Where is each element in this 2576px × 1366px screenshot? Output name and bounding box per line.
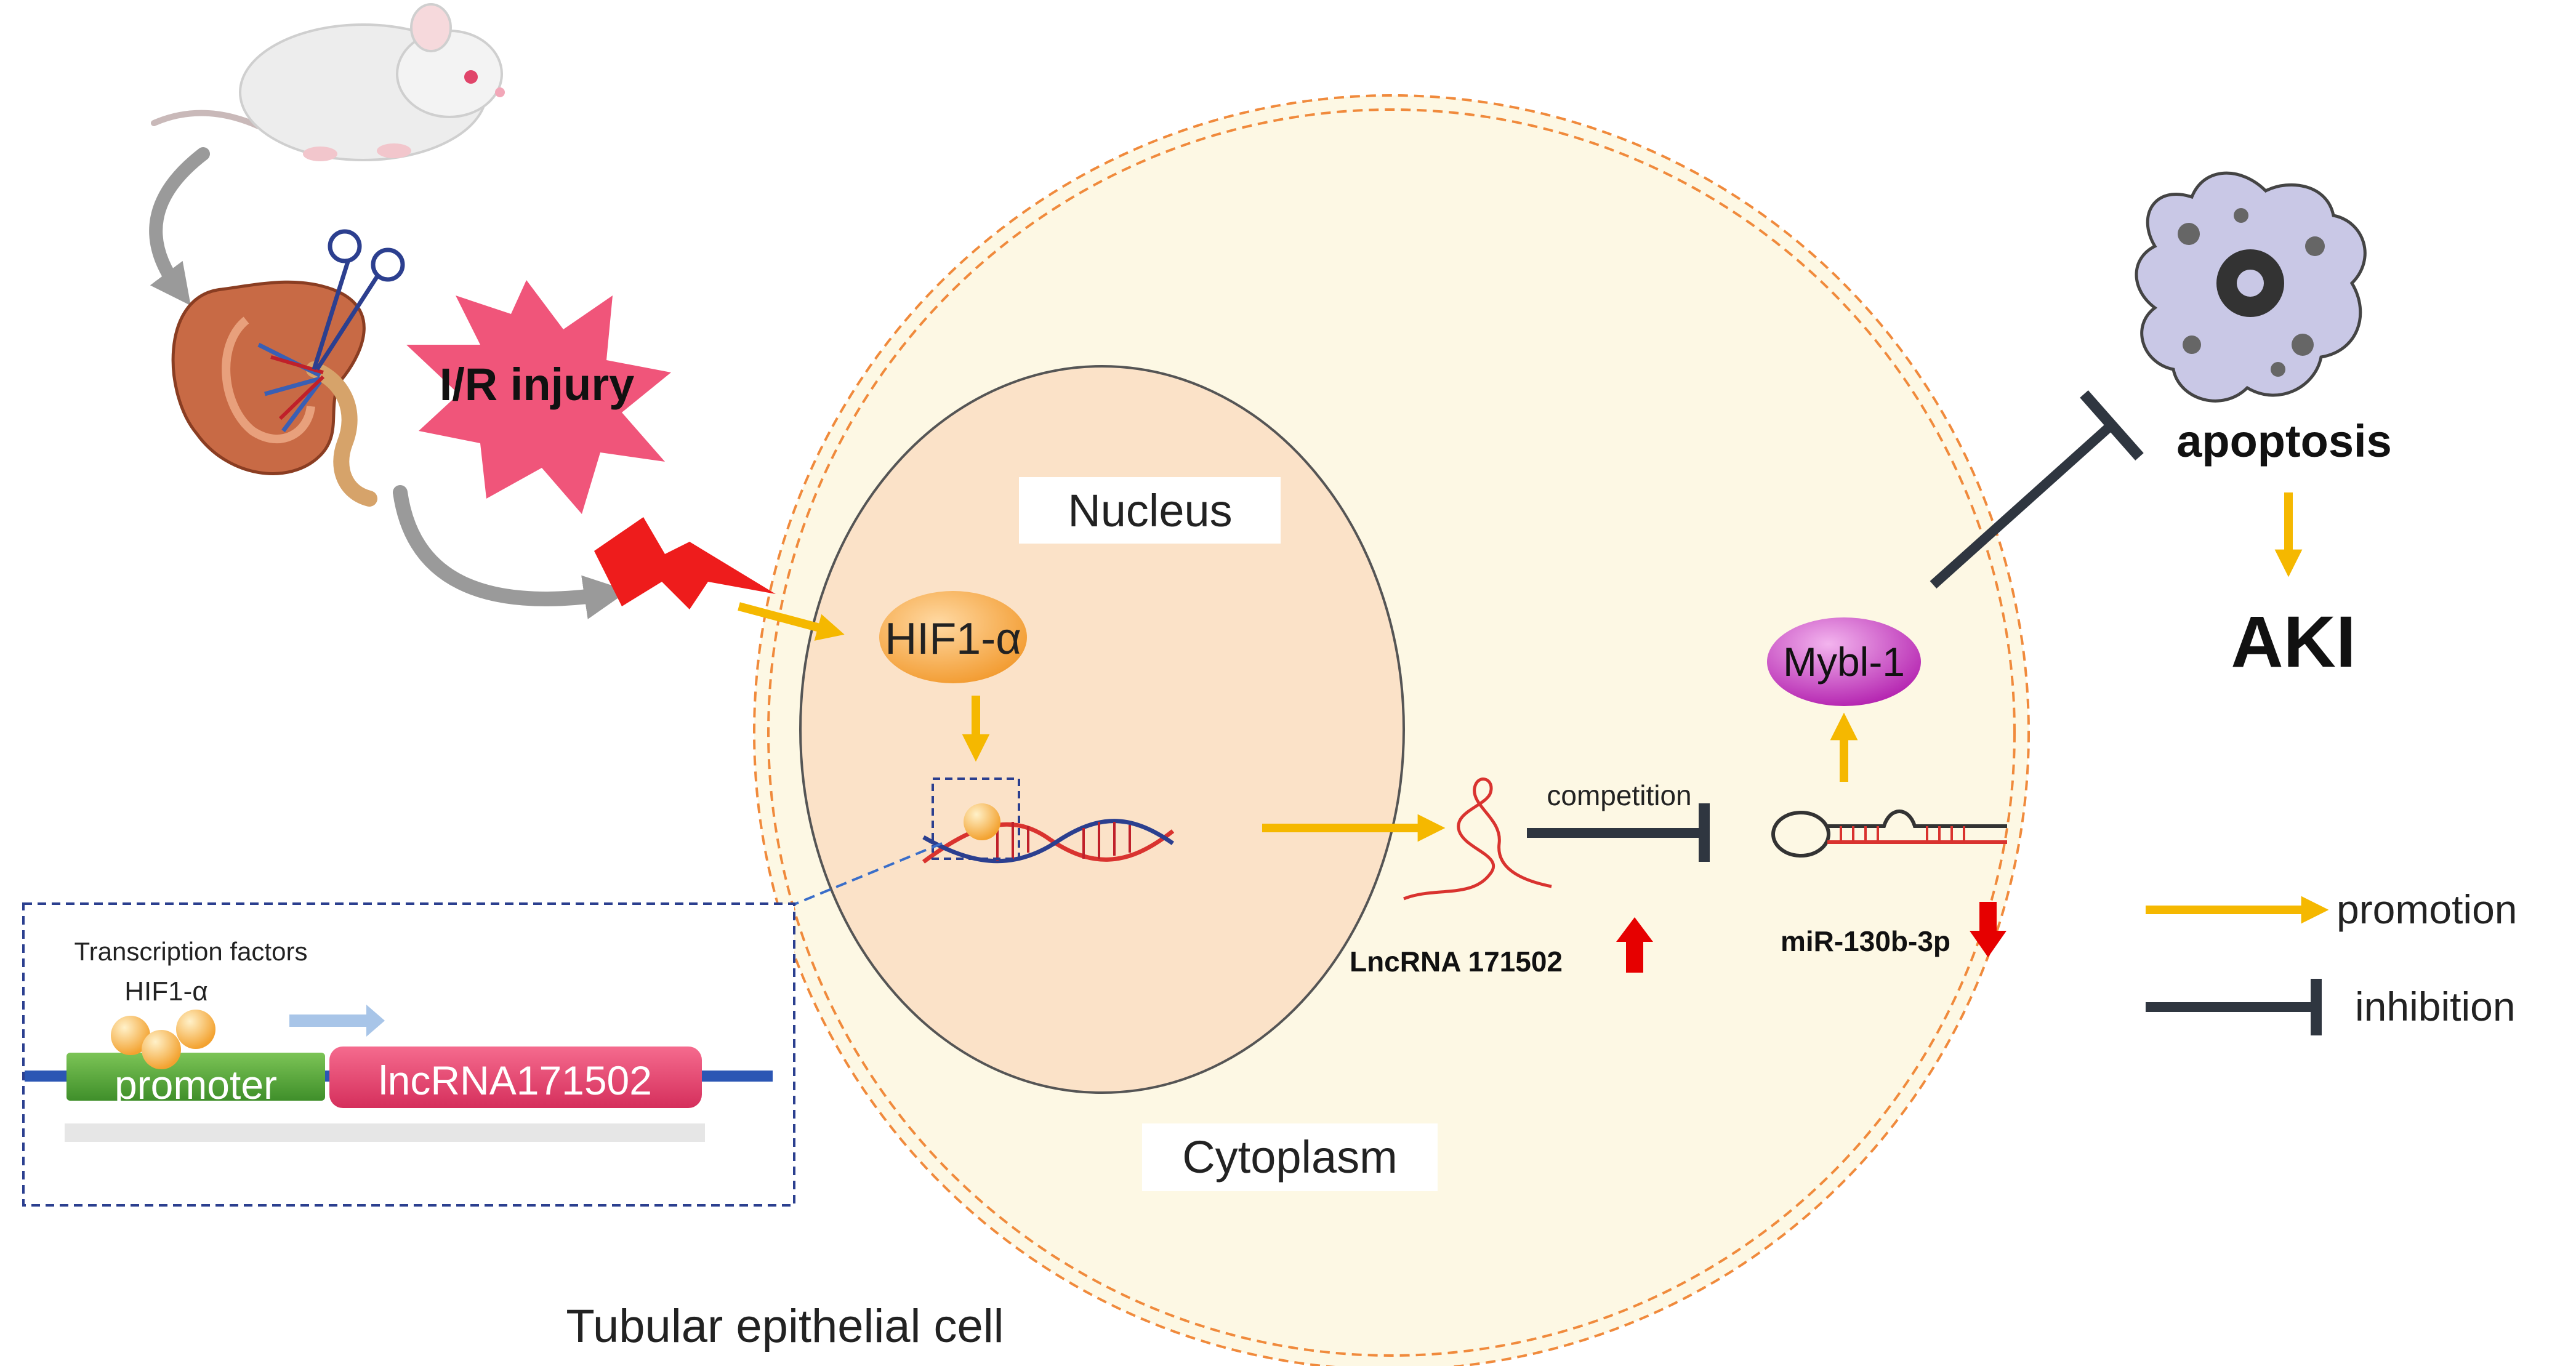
hif-node	[879, 591, 1027, 683]
mouse-icon	[151, 3, 505, 161]
apoptotic-cell-icon	[2135, 171, 2367, 403]
dna-icon	[922, 819, 1175, 864]
tf-ball	[176, 1010, 215, 1049]
mouse-to-kidney-arrow	[149, 147, 210, 306]
lightning-icon	[594, 517, 776, 609]
mybl-label: Mybl-1	[1783, 639, 1905, 685]
tf-hif-label: HIF1-α	[124, 976, 207, 1006]
cytoplasm-label: Cytoplasm	[1182, 1131, 1398, 1183]
mybl-node	[1767, 617, 1921, 706]
cytoplasm-label-box	[1142, 1123, 1438, 1191]
kidney-icon	[171, 280, 377, 507]
stimulus-to-hif-arrow	[738, 602, 845, 641]
nucleus	[799, 365, 1405, 1094]
hairpin-rna-icon	[1771, 810, 2007, 858]
injury-label: I/R injury	[440, 359, 635, 410]
gene-label: lncRNA171502	[379, 1058, 652, 1103]
scissors-icon	[312, 229, 405, 371]
hif-label: HIF1-α	[885, 614, 1021, 664]
nucleus-label-box	[1019, 477, 1281, 544]
tf-ball	[142, 1030, 181, 1069]
mirna-label: miR-130b-3p	[1781, 925, 1950, 957]
nucleus-label: Nucleus	[1068, 485, 1232, 536]
kidney-to-cell-arrow	[393, 485, 629, 619]
mirna-down-arrow	[1970, 902, 2006, 957]
tf-ball	[111, 1016, 150, 1055]
legend: promotion inhibition	[2146, 886, 2518, 1035]
rna-icon	[1403, 777, 1552, 901]
promoter-zoom-box	[932, 777, 1020, 860]
legend-promotion-label: promotion	[2337, 886, 2518, 932]
legend-inhibition-label: inhibition	[2355, 984, 2516, 1029]
competition-inhibition	[1527, 803, 1710, 862]
tf-ball	[964, 803, 1000, 840]
competition-label: competition	[1547, 779, 1691, 811]
promoter-label: promoter	[115, 1062, 277, 1107]
mybl-inhibits-apoptosis	[1930, 390, 2144, 589]
cell-label: Tubular epithelial cell	[566, 1300, 1004, 1352]
lncrna-up-arrow	[1616, 917, 1653, 973]
aki-label: AKI	[2231, 601, 2356, 683]
apoptosis-label: apoptosis	[2176, 416, 2391, 467]
injury-starburst	[406, 280, 671, 514]
tf-title: Transcription factors	[74, 937, 308, 966]
transcription-direction-arrowhead	[366, 1005, 385, 1037]
lncrna-label: LncRNA 171502	[1350, 946, 1563, 978]
